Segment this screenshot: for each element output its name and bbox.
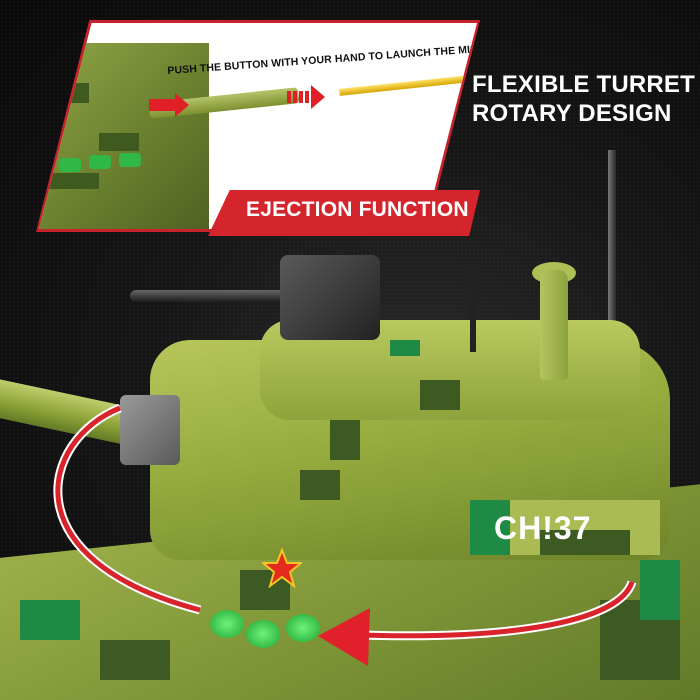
headline-line-2: ROTARY DESIGN <box>472 100 672 127</box>
headline: FLEXIBLE TURRET ROTARY DESIGN <box>472 70 695 128</box>
instruction-text: PUSH THE BUTTON WITH YOUR HAND TO LAUNCH… <box>167 41 477 77</box>
green-gem-lights <box>210 610 330 655</box>
camo-patch <box>100 640 170 680</box>
machine-gun-mount <box>280 255 380 340</box>
red-star-icon <box>262 548 302 588</box>
ejection-label-band <box>208 190 480 236</box>
gun-sight <box>120 395 180 465</box>
camo-patch <box>20 600 80 640</box>
camo-patch <box>420 380 460 410</box>
hull-number-plate <box>470 500 660 555</box>
camo-patch <box>640 560 680 620</box>
camo-patch <box>330 420 360 460</box>
hull-marking: CH!37 <box>494 510 592 546</box>
ejection-label: EJECTION FUNCTION <box>246 198 469 221</box>
camo-patch <box>390 340 420 356</box>
camo-patch <box>300 470 340 500</box>
missile-icon <box>339 73 477 96</box>
push-arrow-icon <box>149 93 189 117</box>
ejection-inset-panel: PUSH THE BUTTON WITH YOUR HAND TO LAUNCH… <box>36 20 480 236</box>
thin-antenna <box>470 262 476 352</box>
machine-gun-barrel <box>130 290 295 302</box>
antenna <box>608 150 616 460</box>
periscope <box>540 270 568 380</box>
launch-arrow-icon <box>287 85 325 109</box>
headline-line-1: FLEXIBLE TURRET <box>472 71 695 98</box>
